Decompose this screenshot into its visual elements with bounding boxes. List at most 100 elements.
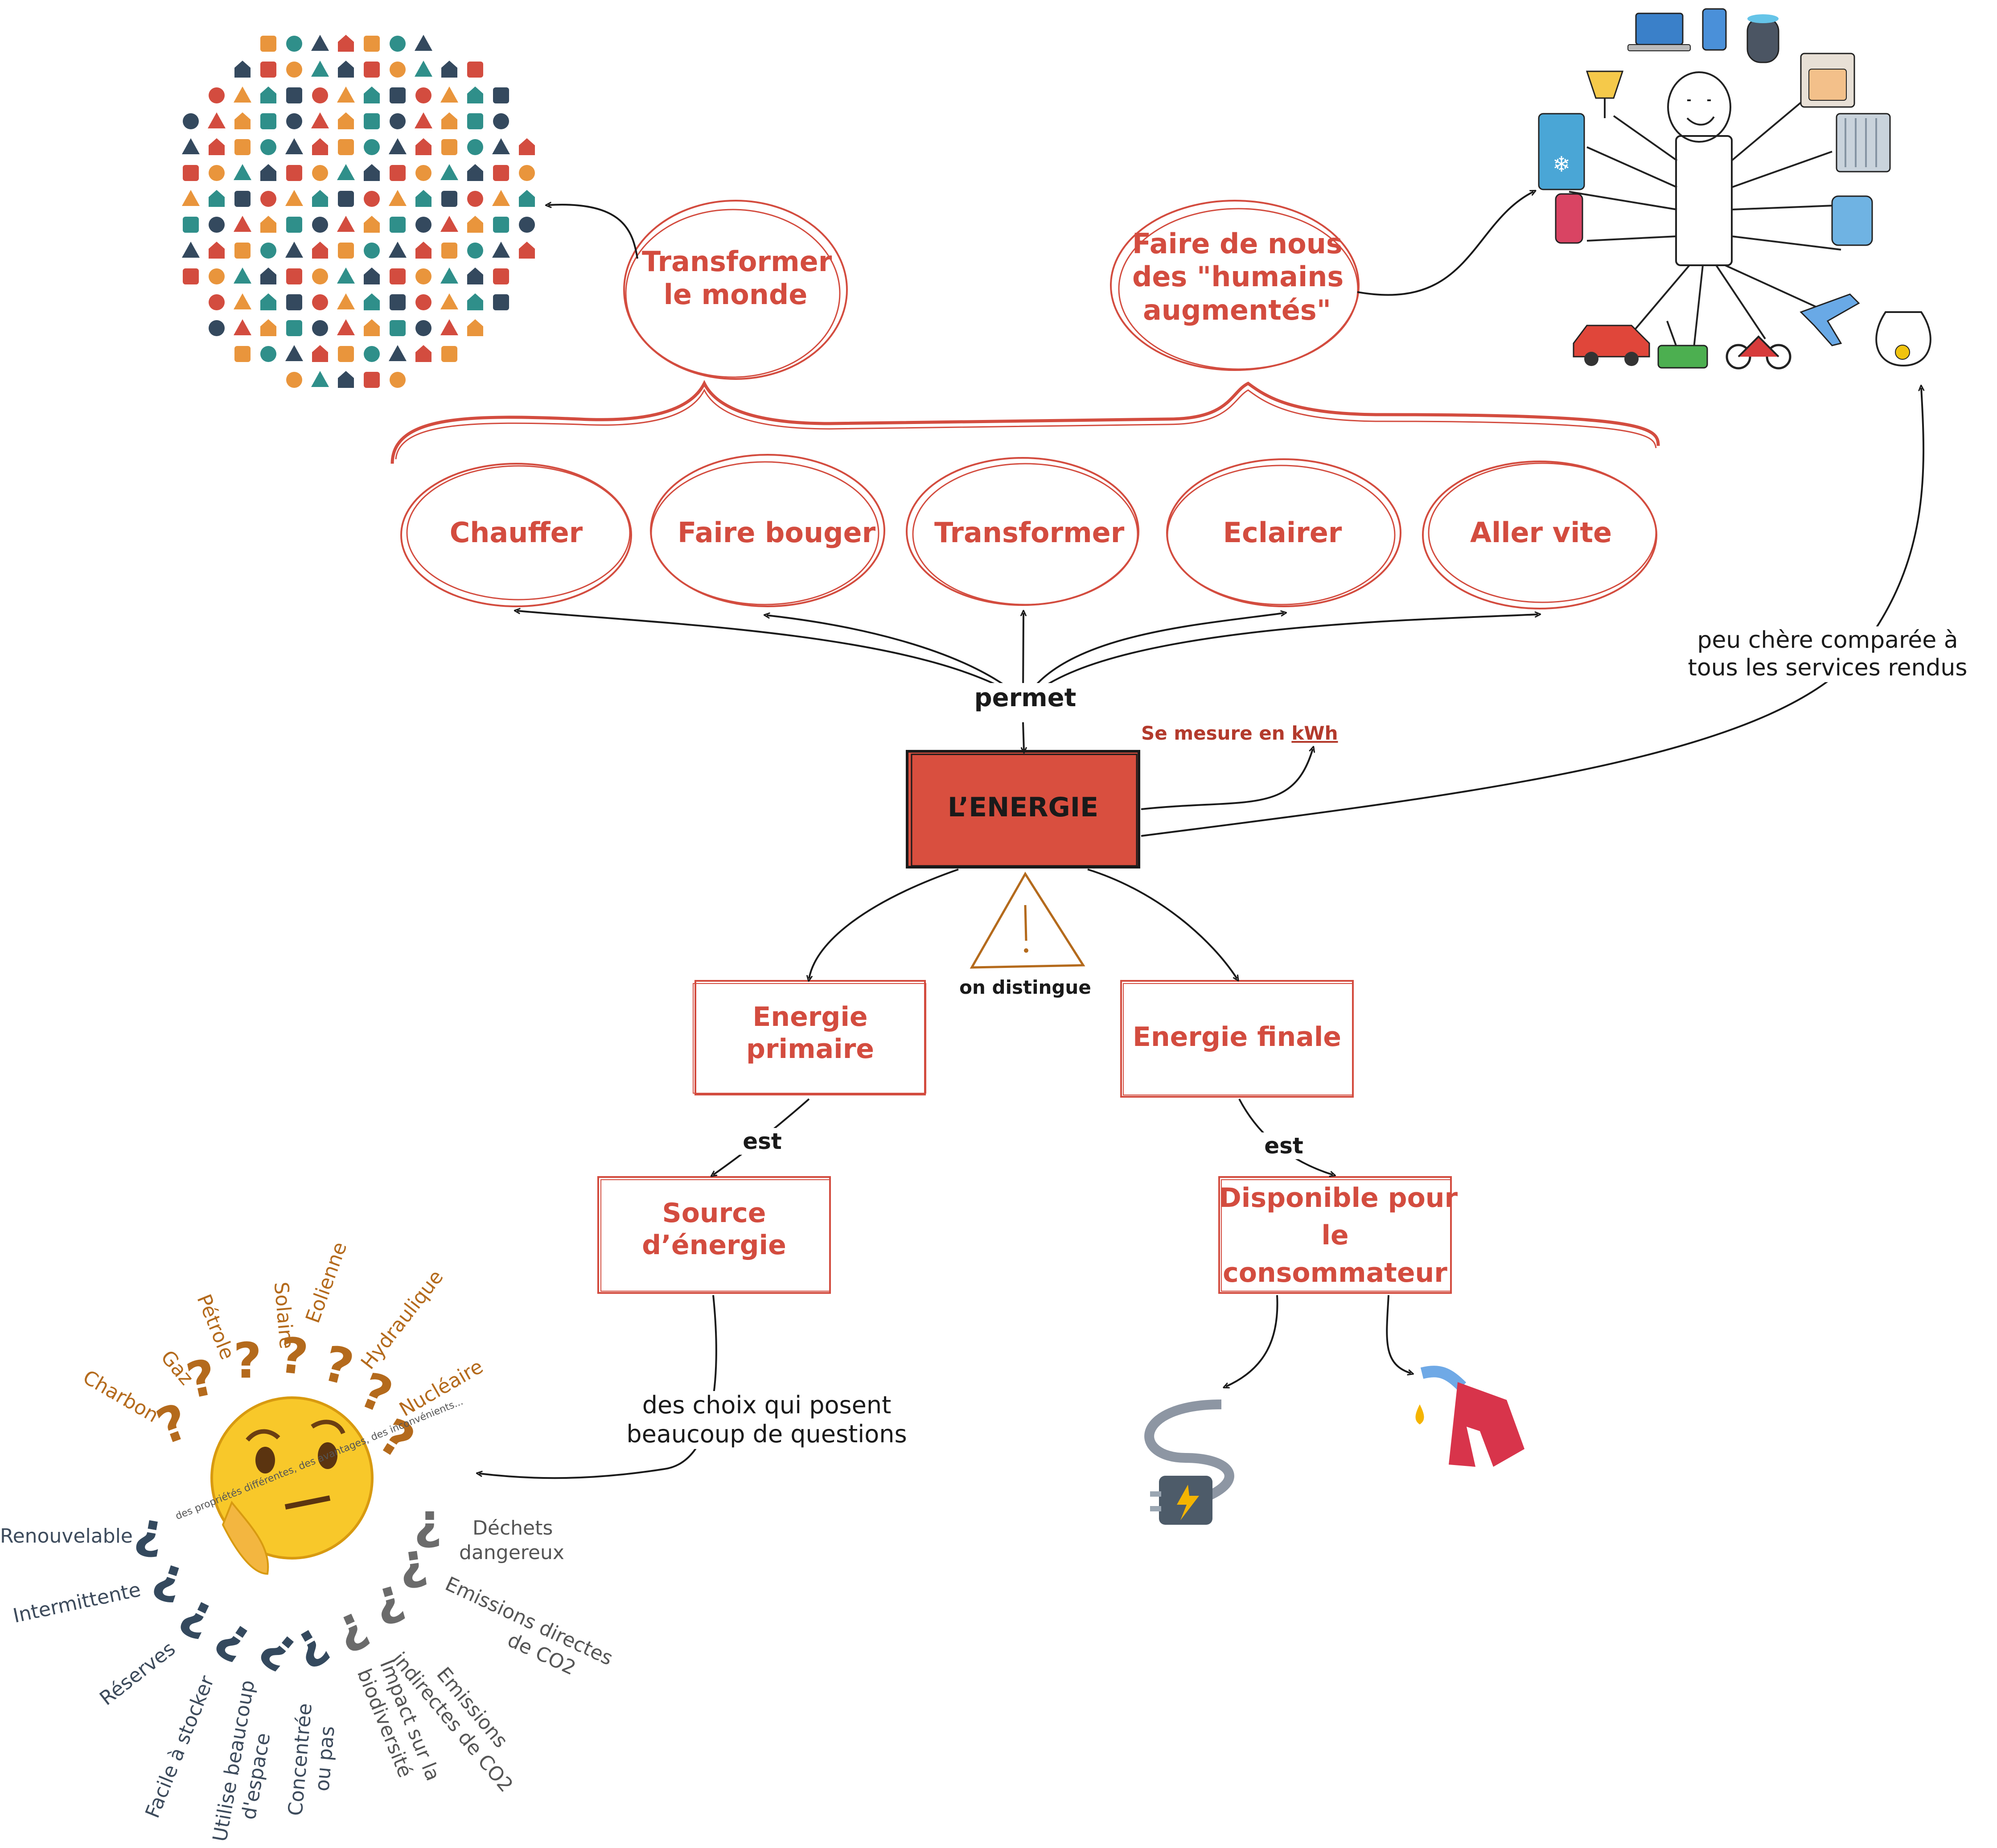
tile-icon — [415, 190, 431, 207]
tile-icon — [337, 86, 355, 103]
line: des choix qui posent — [642, 1391, 892, 1419]
label-chauffer: Chauffer — [449, 516, 583, 549]
tile-icon — [519, 138, 535, 155]
tile-icon — [493, 165, 509, 181]
tile-icon — [493, 87, 509, 103]
tile-icon — [467, 86, 483, 103]
line: peu chère comparée à — [1697, 627, 1958, 654]
tile-icon — [312, 138, 328, 155]
tile-icon — [260, 139, 276, 155]
tile-icon — [312, 294, 328, 310]
tile-icon — [260, 346, 276, 362]
tile-icon — [389, 138, 407, 154]
tile-icon — [441, 243, 457, 259]
tile-icon — [467, 62, 483, 78]
tile-icon — [209, 242, 225, 259]
tile-icon — [390, 87, 406, 103]
criterion-concentree: Concentrée ou pas — [283, 1702, 342, 1819]
relation-on-distingue: on distingue — [959, 976, 1091, 998]
oval-eclairer — [1166, 458, 1401, 607]
tile-icon — [234, 61, 251, 78]
tile-icon — [364, 293, 380, 310]
tile-icon — [234, 86, 251, 103]
tile-icon — [364, 86, 380, 103]
tile-icon — [260, 191, 276, 207]
tile-icon — [467, 113, 483, 129]
tile-icon — [440, 164, 458, 180]
tile-icon — [440, 319, 458, 335]
tile-icon — [519, 190, 535, 207]
tile-icon — [312, 165, 328, 181]
tile-icon — [286, 62, 302, 78]
line: consommateur — [1223, 1257, 1447, 1288]
smart-speaker-icon — [1746, 14, 1779, 63]
car-icon — [1573, 325, 1650, 366]
tile-icon — [390, 294, 406, 310]
arrow-to-primary — [809, 868, 959, 979]
line: Energie — [752, 1001, 868, 1033]
oval-transformer-le-monde — [623, 200, 848, 380]
thinking-face-emoji — [210, 1396, 374, 1575]
arrow-to-pump — [1386, 1295, 1411, 1373]
label-available: Disponible pour le consommateur — [1219, 1179, 1458, 1292]
tile-icon — [209, 268, 225, 284]
tile-icon — [493, 113, 509, 129]
oval-transformer — [906, 457, 1139, 606]
tile-icon — [441, 112, 457, 129]
line: primaire — [746, 1033, 874, 1065]
tile-icon — [390, 113, 406, 129]
question-mark: ? — [318, 1334, 359, 1397]
tile-icon — [415, 35, 432, 51]
question-mark: ? — [233, 1332, 262, 1389]
line: le monde — [663, 278, 808, 311]
tile-icon — [260, 36, 276, 52]
arrow-to-chauffer — [517, 611, 1017, 696]
measure-unit: kWh — [1291, 722, 1338, 744]
tile-icon — [441, 191, 457, 207]
tile-icon — [415, 61, 432, 77]
tile-icon — [285, 345, 303, 361]
relation-est-1: est — [731, 1128, 793, 1155]
arrow-to-kwh — [1141, 749, 1313, 810]
tile-icon — [209, 190, 225, 207]
criterion-renouvelable: Renouvelable — [0, 1525, 133, 1548]
tile-icon — [467, 139, 483, 155]
tile-icon — [519, 217, 535, 233]
arrow-to-eclairer — [1027, 613, 1284, 696]
arrow-to-faire-bouger — [767, 615, 1019, 696]
warning-icon — [970, 872, 1085, 969]
oval-chauffer — [400, 463, 632, 607]
tile-icon — [337, 293, 355, 309]
label-aller-vite: Aller vite — [1470, 516, 1612, 549]
arrow-to-final — [1087, 868, 1237, 979]
tile-icon — [337, 216, 355, 232]
tile-icon — [312, 242, 328, 259]
tile-icon — [312, 87, 328, 103]
tile-icon — [389, 242, 407, 258]
tile-icon — [183, 113, 199, 129]
tile-icon — [493, 268, 509, 284]
tile-icon — [260, 319, 276, 336]
tile-icon — [311, 371, 329, 387]
tile-icon — [467, 216, 483, 233]
tile-icon — [234, 346, 251, 362]
tile-icon — [492, 138, 510, 154]
tile-icon — [337, 319, 355, 335]
tile-icon — [338, 371, 354, 388]
tile-icon — [338, 139, 354, 155]
tile-icon — [364, 346, 380, 362]
arrow-to-questions — [479, 1295, 717, 1479]
tile-icon — [364, 191, 380, 207]
tile-icon — [440, 216, 458, 232]
line: dangereux — [459, 1541, 564, 1564]
tile-icon — [234, 191, 251, 207]
tile-icon — [493, 294, 509, 310]
tile-icon — [441, 346, 457, 362]
tile-icon — [234, 319, 251, 335]
energy-box — [906, 750, 1140, 868]
tile-icon — [364, 164, 380, 181]
arrow-to-world — [548, 205, 638, 259]
tile-icon — [209, 217, 225, 233]
arrow-to-aller-vite — [1031, 614, 1538, 696]
tile-icon — [285, 138, 303, 154]
